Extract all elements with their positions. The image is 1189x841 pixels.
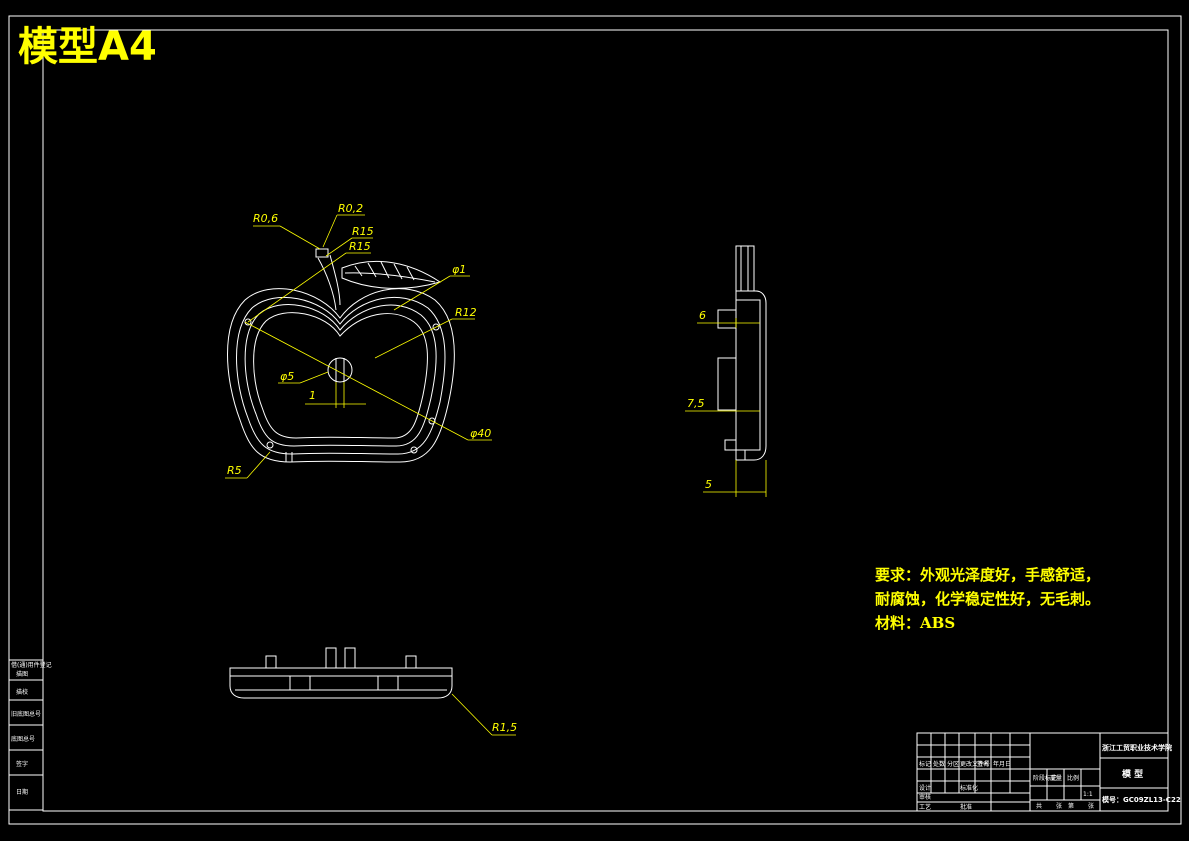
svg-text:处数: 处数 [933,760,945,768]
svg-text:比例: 比例 [1067,774,1079,782]
part-name: 模 型 [1122,768,1143,780]
side-label: 日期 [16,788,28,796]
svg-text:标准化: 标准化 [960,784,978,792]
dim-1: 1 [309,389,316,402]
dim-75: 7,5 [687,397,705,410]
school-name: 浙江工贸职业技术学院 [1102,743,1172,752]
dim-r02: R0,2 [338,202,363,215]
dim-d5: φ5 [280,370,294,383]
dim-r12: R12 [455,306,477,319]
side-label: 描图 [16,670,28,678]
side-registration-column: 借(通)用件登记 描图 描校 旧底图总号 底图总号 签字 日期 [8,659,52,811]
dim-r06: R0,6 [253,212,278,225]
side-label: 签字 [16,760,28,768]
drawing-number: 模号：GC09ZL13-C22 [1102,795,1181,804]
svg-text:标记: 标记 [919,760,931,768]
dim-d1: φ1 [452,263,466,276]
svg-text:材料：ABS: 材料：ABS [875,614,955,632]
svg-text:签名: 签名 [977,760,989,768]
dim-d40: φ40 [470,427,491,440]
svg-text:工艺: 工艺 [919,803,931,811]
side-label: 底图总号 [11,735,35,743]
dim-r15b: R15 [349,240,371,253]
svg-text:要求：外观光泽度好，手感舒适，: 要求：外观光泽度好，手感舒适， [875,566,1100,584]
svg-text:共: 共 [1036,802,1042,810]
dim-r15a: R15 [352,225,374,238]
bottom-view [229,647,453,699]
svg-text:张: 张 [1088,802,1094,810]
dim-r15-small: R1,5 [492,721,517,734]
svg-text:分区: 分区 [947,760,959,768]
svg-text:张: 张 [1056,802,1062,810]
technical-requirements: 要求：外观光泽度好，手感舒适， 耐腐蚀，化学稳定性好，无毛刺。 材料：ABS [875,566,1100,632]
front-view-apple [227,248,455,463]
dim-5: 5 [705,478,712,491]
side-label: 描校 [16,688,28,696]
inner-frame [42,29,1169,812]
svg-text:审核: 审核 [919,793,931,801]
svg-text:耐腐蚀，化学稳定性好，无毛刺。: 耐腐蚀，化学稳定性好，无毛刺。 [875,590,1100,608]
side-label: 借(通)用件登记 [11,661,52,669]
front-view-dimensions: R0,6 R0,2 R15 R15 φ1 R12 φ5 1 φ40 R5 [225,202,492,479]
svg-text:更改文件号: 更改文件号 [960,760,990,768]
dim-r5: R5 [227,464,242,477]
svg-text:重量: 重量 [1050,774,1062,782]
svg-text:设计: 设计 [919,784,931,792]
side-view-dimensions: 6 7,5 5 [685,309,767,497]
svg-text:第: 第 [1068,802,1074,810]
svg-text:年月日: 年月日 [993,760,1011,768]
side-view [717,245,767,461]
title-block: 标记 处数 分区 更改文件号 签名 年月日 设计 标准化 阶段标记 重量 比例 … [916,732,1181,812]
svg-text:批准: 批准 [960,803,972,811]
svg-text:阶段标记: 阶段标记 [1033,774,1057,782]
sheet-title: 模型A4 [18,24,157,70]
side-label: 旧底图总号 [11,710,41,718]
bottom-view-dimensions: R1,5 [451,693,517,736]
svg-text:1:1: 1:1 [1083,791,1093,798]
outer-frame [8,15,1182,825]
dim-6: 6 [699,309,706,322]
